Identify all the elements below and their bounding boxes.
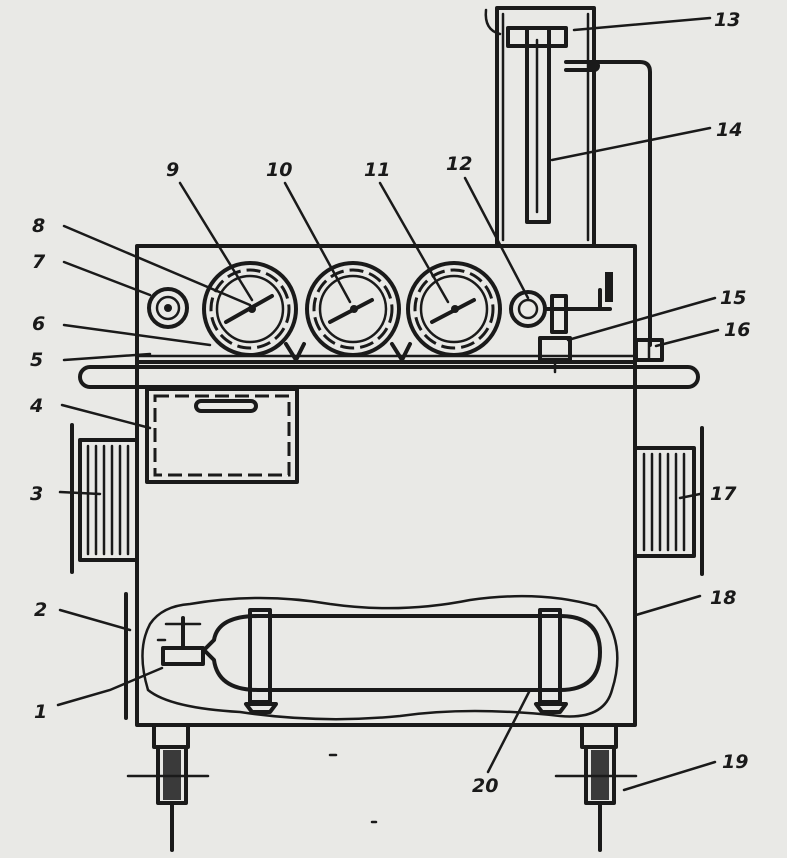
- callout-6: 6: [32, 313, 45, 335]
- callout-1: 1: [34, 701, 47, 723]
- callout-15: 15: [720, 287, 746, 309]
- instrument-panel: [135, 244, 637, 364]
- wheel-right: [554, 723, 638, 852]
- callout-9: 9: [166, 159, 179, 181]
- regulator-valve: [509, 272, 613, 374]
- callout-17: 17: [710, 483, 737, 505]
- callout-19: 19: [722, 751, 748, 773]
- callout-8: 8: [32, 215, 45, 237]
- wheel-left: [126, 723, 210, 852]
- callout-3: 3: [30, 483, 43, 505]
- manometer-gauge-right: [406, 261, 502, 357]
- outlet-connector: [634, 338, 664, 362]
- cutaway-outline: [141, 594, 619, 721]
- right-arm-port: [633, 426, 704, 576]
- callout-4: 4: [29, 395, 43, 417]
- handle-bar: [78, 365, 700, 389]
- callout-14: 14: [716, 119, 742, 141]
- document-pocket: [145, 387, 299, 484]
- small-gauge: [147, 287, 189, 329]
- callout-16: 16: [724, 319, 750, 341]
- left-arm-port: [70, 423, 139, 574]
- callout-20: 20: [472, 775, 498, 797]
- callout-labels: 1 2 3 4 5 6 7 8 9 10 11 12 13 14 15 16 1…: [29, 9, 750, 797]
- callout-10: 10: [266, 159, 292, 181]
- leader-lines: [56, 16, 720, 792]
- callout-12: 12: [446, 153, 472, 175]
- callout-7: 7: [32, 251, 46, 273]
- callout-2: 2: [34, 599, 47, 621]
- cylinder-valve: [156, 616, 205, 666]
- callout-11: 11: [364, 159, 390, 181]
- manometer-gauge-middle: [305, 261, 412, 362]
- callout-5: 5: [30, 349, 43, 371]
- callout-18: 18: [710, 587, 736, 609]
- flowmeter-column: [484, 6, 652, 347]
- callout-13: 13: [714, 9, 740, 31]
- manometer-gauge-left: [202, 261, 306, 362]
- gas-cylinder: [202, 608, 602, 714]
- main-body: [135, 360, 637, 727]
